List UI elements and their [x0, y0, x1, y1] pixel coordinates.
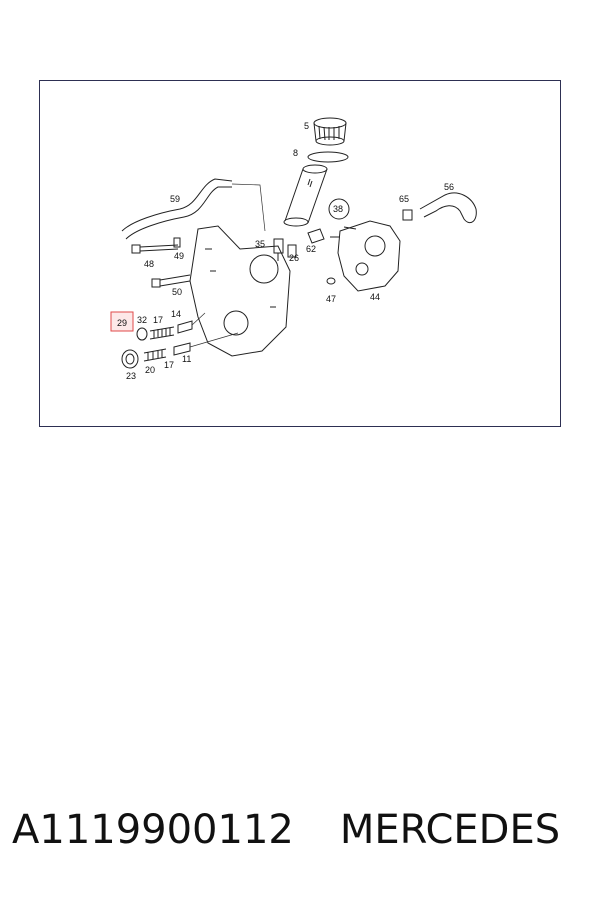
label-47: 47 [326, 294, 336, 304]
label-44: 44 [370, 292, 380, 302]
label-14: 14 [171, 309, 181, 319]
seal-47 [326, 277, 336, 285]
label-38: 38 [333, 204, 343, 214]
timing-case-cover [189, 225, 291, 357]
parts-diagram-frame: 5 8 59 38 65 56 35 62 26 48 49 50 44 47 … [39, 80, 561, 427]
label-56: 56 [444, 182, 454, 192]
spring-20 [143, 348, 167, 362]
spring-17-top [149, 326, 175, 340]
valve-11 [173, 332, 239, 356]
label-49: 49 [174, 251, 184, 261]
brand-name: MERCEDES [339, 807, 561, 853]
hose-59 [121, 178, 233, 240]
label-23: 23 [126, 371, 136, 381]
oil-filter-cap [313, 117, 347, 146]
product-caption: A1119900112 MERCEDES [12, 800, 592, 860]
label-59: 59 [170, 194, 180, 204]
bolt-48 [131, 244, 179, 254]
hose-56 [419, 192, 477, 224]
label-62: 62 [306, 244, 316, 254]
label-29: 29 [117, 318, 127, 328]
label-32: 32 [137, 315, 147, 325]
clip-62 [307, 228, 325, 244]
clamp-65 [402, 209, 413, 221]
part-number: A1119900112 [12, 807, 294, 853]
plug-23 [121, 349, 139, 369]
label-11: 11 [182, 354, 191, 364]
label-5: 5 [304, 121, 309, 131]
washer-49 [173, 237, 181, 248]
label-26: 26 [289, 253, 299, 263]
highlight-part-29 [110, 311, 134, 332]
o-ring [307, 151, 349, 163]
exploded-parts-diagram: 5 8 59 38 65 56 35 62 26 48 49 50 44 47 … [110, 117, 477, 381]
plunger-14 [177, 320, 193, 334]
label-17-top: 17 [153, 315, 163, 325]
label-17-bottom: 17 [164, 360, 174, 370]
label-48: 48 [144, 259, 154, 269]
sensor-35 [273, 238, 284, 261]
label-20: 20 [145, 365, 155, 375]
bolt-50 [151, 274, 191, 288]
label-50: 50 [172, 287, 182, 297]
ring-32 [136, 327, 148, 341]
callout-circle-38 [328, 198, 350, 220]
oil-filter-housing [330, 220, 401, 292]
label-65: 65 [399, 194, 409, 204]
plug-26 [287, 244, 297, 258]
label-8: 8 [293, 148, 298, 158]
label-35: 35 [255, 239, 265, 249]
oil-filter-element [283, 164, 328, 227]
